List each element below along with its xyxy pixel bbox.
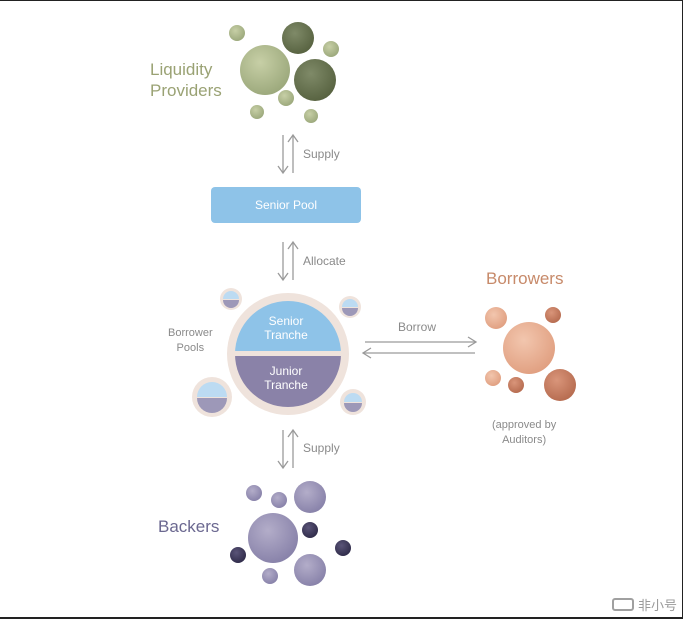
senior-pool-box: Senior Pool <box>211 187 361 223</box>
liquidity-providers-label: Liquidity Providers <box>150 60 222 100</box>
watermark-logo-icon <box>611 598 634 611</box>
backer-bubble <box>271 492 287 508</box>
lp-bubble <box>278 90 294 106</box>
tranche-pool <box>227 293 349 415</box>
backer-bubble <box>246 485 262 501</box>
liquidity-providers-cluster <box>229 22 339 123</box>
lp-bubble <box>250 105 264 119</box>
mini-pool <box>192 377 232 417</box>
backers-cluster <box>230 481 351 586</box>
supply-bottom-arrows <box>277 428 299 470</box>
senior-pool-label: Senior Pool <box>254 198 318 212</box>
backer-bubble <box>302 522 318 538</box>
senior-tranche-label: Senior Tranche <box>264 314 308 342</box>
borrower-bubble <box>508 377 524 393</box>
backer-bubble <box>335 540 351 556</box>
backer-bubble <box>294 554 326 586</box>
borrowers-label: Borrowers <box>486 269 564 288</box>
borrower-bubble <box>544 369 576 401</box>
borrow-label: Borrow <box>398 320 437 334</box>
allocate-label: Allocate <box>303 254 346 268</box>
supply-top-label: Supply <box>303 147 340 161</box>
borrower-bubble <box>503 322 555 374</box>
backer-bubble <box>294 481 326 513</box>
mini-pool <box>220 288 242 310</box>
lp-bubble <box>323 41 339 57</box>
watermark: 非小号 <box>611 595 677 614</box>
borrowers-cluster <box>485 307 576 401</box>
mini-pool <box>340 389 366 415</box>
supply-top-arrows <box>277 133 299 175</box>
borrower-bubble <box>485 307 507 329</box>
lp-bubble <box>304 109 318 123</box>
backers-label: Backers <box>158 517 220 536</box>
lp-bubble <box>282 22 314 54</box>
allocate-arrows <box>277 240 299 282</box>
borrow-arrows <box>361 336 478 359</box>
watermark-text: 非小号 <box>637 598 677 613</box>
borrower-pools-mini <box>192 288 366 417</box>
junior-tranche-label: Junior Tranche <box>264 364 308 392</box>
backer-bubble <box>262 568 278 584</box>
borrower-bubble <box>545 307 561 323</box>
approved-by-auditors-label: (approved by Auditors) <box>492 419 557 446</box>
mini-pool <box>339 296 361 318</box>
lp-bubble <box>229 25 245 41</box>
backer-bubble <box>230 547 246 563</box>
lp-bubble <box>240 45 290 95</box>
supply-bottom-label: Supply <box>303 441 340 455</box>
backer-bubble <box>248 513 298 563</box>
borrower-pools-label: Borrower Pools <box>168 327 213 354</box>
lp-bubble <box>294 59 336 101</box>
borrower-bubble <box>485 370 501 386</box>
